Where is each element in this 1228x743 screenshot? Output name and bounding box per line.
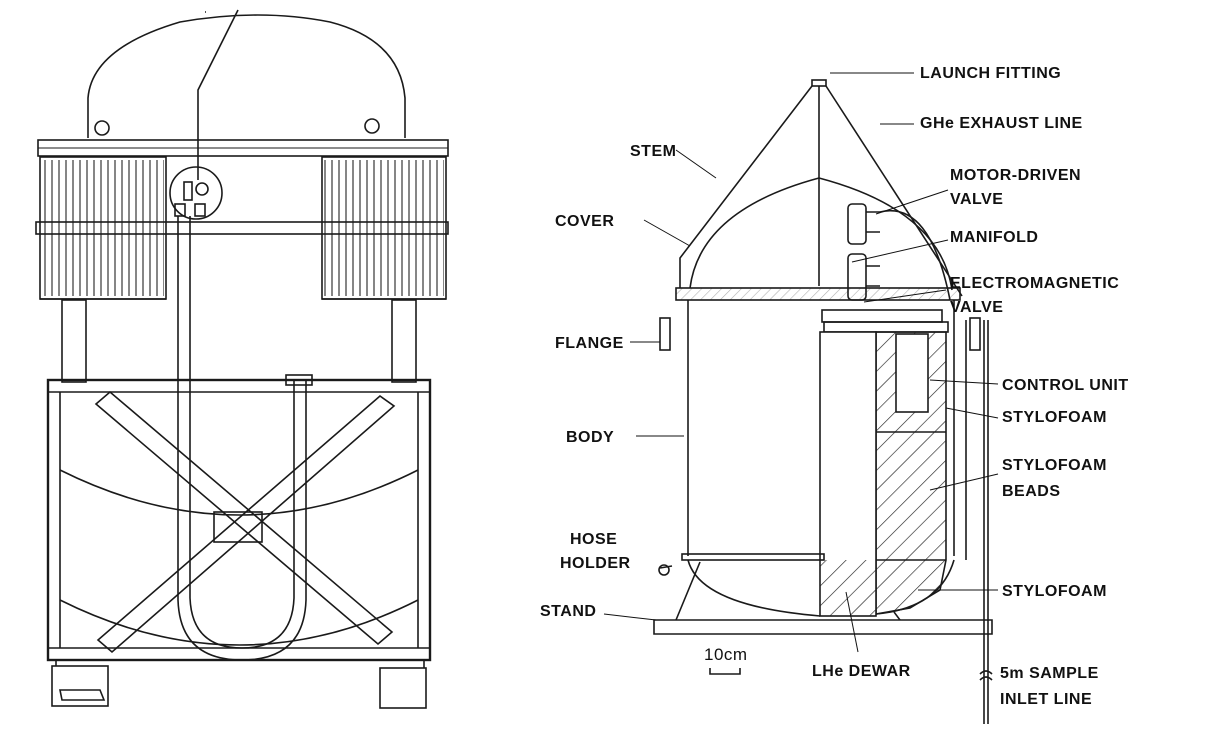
label-stylofoam-top: STYLOFOAM (1002, 409, 1107, 426)
label-hose-holder-1: HOSE (570, 531, 617, 548)
label-stand: STAND (540, 603, 596, 620)
label-sample-inlet-2: INLET LINE (1000, 691, 1092, 708)
label-hose-holder-2: HOLDER (560, 555, 631, 572)
label-stylofoam-bottom: STYLOFOAM (1002, 583, 1107, 600)
label-launch-fitting: LAUNCH FITTING (920, 65, 1061, 82)
label-scale: 10cm (704, 645, 748, 664)
label-flange: FLANGE (555, 335, 624, 352)
label-manifold: MANIFOLD (950, 229, 1038, 246)
label-stem: STEM (630, 143, 676, 160)
label-control-unit: CONTROL UNIT (1002, 377, 1129, 394)
label-motor-driven-2: VALVE (950, 191, 1003, 208)
label-stylofoam-beads-2: BEADS (1002, 483, 1061, 500)
label-ghe-exhaust-line: GHe EXHAUST LINE (920, 115, 1083, 132)
label-electromagnetic-1: ELECTROMAGNETIC (950, 275, 1119, 292)
front-view-drawing (35, 9, 449, 709)
label-motor-driven-1: MOTOR-DRIVEN (950, 167, 1081, 184)
label-electromagnetic-2: VALVE (950, 299, 1003, 316)
label-body: BODY (566, 429, 614, 446)
label-cover: COVER (555, 213, 614, 230)
label-stylofoam-beads-1: STYLOFOAM (1002, 457, 1107, 474)
label-lhe-dewar: LHe DEWAR (812, 663, 911, 680)
cutaway-drawing (603, 72, 999, 724)
label-sample-inlet-1: 5m SAMPLE (1000, 665, 1099, 682)
